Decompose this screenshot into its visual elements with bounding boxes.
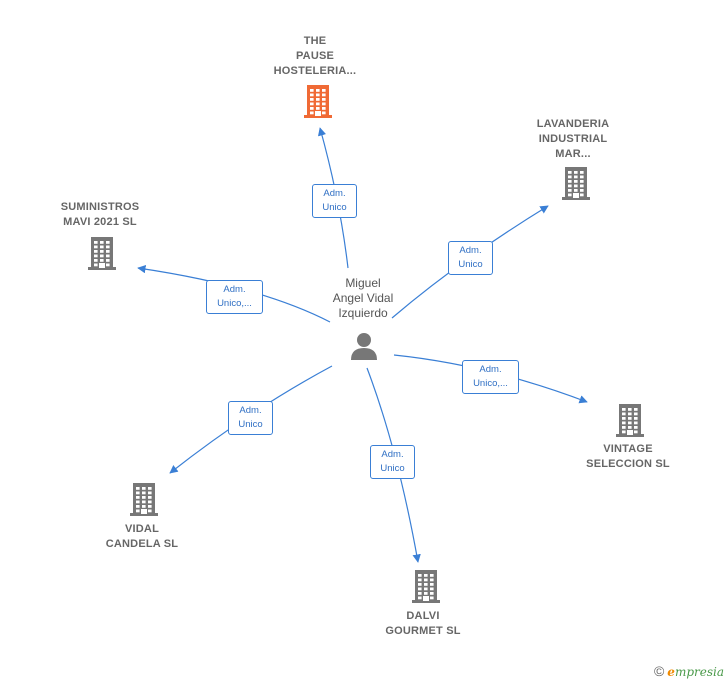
empresia-brand: ©empresia [654, 663, 724, 679]
company-label-line: SELECCION SL [586, 458, 670, 470]
role-line: Adm. [223, 284, 246, 295]
center-person-line: Izquierdo [338, 306, 388, 320]
building-icon[interactable] [410, 569, 442, 603]
company-label-vintage[interactable]: VINTAGE SELECCION SL [568, 442, 688, 472]
company-label-line: LAVANDERIA [536, 118, 610, 130]
company-label-line: INDUSTRIAL [538, 133, 608, 145]
building-icon[interactable] [302, 84, 334, 118]
role-line: Unico [458, 259, 483, 270]
company-label-line: CANDELA SL [105, 538, 179, 550]
company-label-line: VIDAL [125, 523, 159, 535]
role-badge-vidal-candela[interactable]: Adm. Unico [228, 401, 273, 435]
company-label-suministros[interactable]: SUMINISTROS MAVI 2021 SL [40, 200, 160, 230]
copyright-symbol: © [653, 663, 665, 679]
role-line: Unico [238, 419, 263, 430]
company-label-lavanderia[interactable]: LAVANDERIA INDUSTRIAL MAR... [513, 117, 633, 162]
company-label-line: SUMINISTROS [60, 201, 140, 213]
role-badge-lavanderia[interactable]: Adm. Unico [448, 241, 493, 275]
company-label-line: MAR... [555, 148, 591, 160]
company-label-line: HOSTELERIA... [273, 65, 357, 77]
role-line: Adm. [381, 449, 404, 460]
company-label-line: GOURMET SL [385, 625, 461, 637]
role-line: Adm. [323, 188, 346, 199]
company-label-dalvi[interactable]: DALVI GOURMET SL [363, 609, 483, 639]
role-badge-vintage[interactable]: Adm. Unico,... [462, 360, 519, 394]
company-label-line: MAVI 2021 SL [63, 216, 137, 228]
role-badge-dalvi[interactable]: Adm. Unico [370, 445, 415, 479]
center-person-line: Angel Vidal [332, 291, 394, 305]
company-label-line: PAUSE [295, 50, 335, 62]
role-line: Adm. [479, 364, 502, 375]
company-label-the-pause[interactable]: THE PAUSE HOSTELERIA... [255, 34, 375, 79]
building-icon[interactable] [560, 166, 592, 200]
role-line: Unico,... [473, 378, 508, 389]
role-line: Unico,... [217, 298, 252, 309]
company-label-line: DALVI [406, 610, 440, 622]
brand-logo-e: e [667, 665, 675, 679]
building-icon[interactable] [128, 482, 160, 516]
role-badge-the-pause[interactable]: Adm. Unico [312, 184, 357, 218]
building-icon[interactable] [86, 236, 118, 270]
company-label-line: VINTAGE [603, 443, 653, 455]
person-icon[interactable] [349, 331, 379, 361]
role-badge-suministros[interactable]: Adm. Unico,... [206, 280, 263, 314]
role-line: Unico [322, 202, 347, 213]
company-label-line: THE [303, 35, 327, 47]
company-label-vidal-candela[interactable]: VIDAL CANDELA SL [82, 522, 202, 552]
role-line: Adm. [459, 245, 482, 256]
role-line: Adm. [239, 405, 262, 416]
role-line: Unico [380, 463, 405, 474]
center-person-label[interactable]: Miguel Angel Vidal Izquierdo [318, 276, 408, 321]
center-person-line: Miguel [345, 276, 381, 290]
building-icon[interactable] [614, 403, 646, 437]
brand-logo-text: mpresia [674, 665, 724, 679]
